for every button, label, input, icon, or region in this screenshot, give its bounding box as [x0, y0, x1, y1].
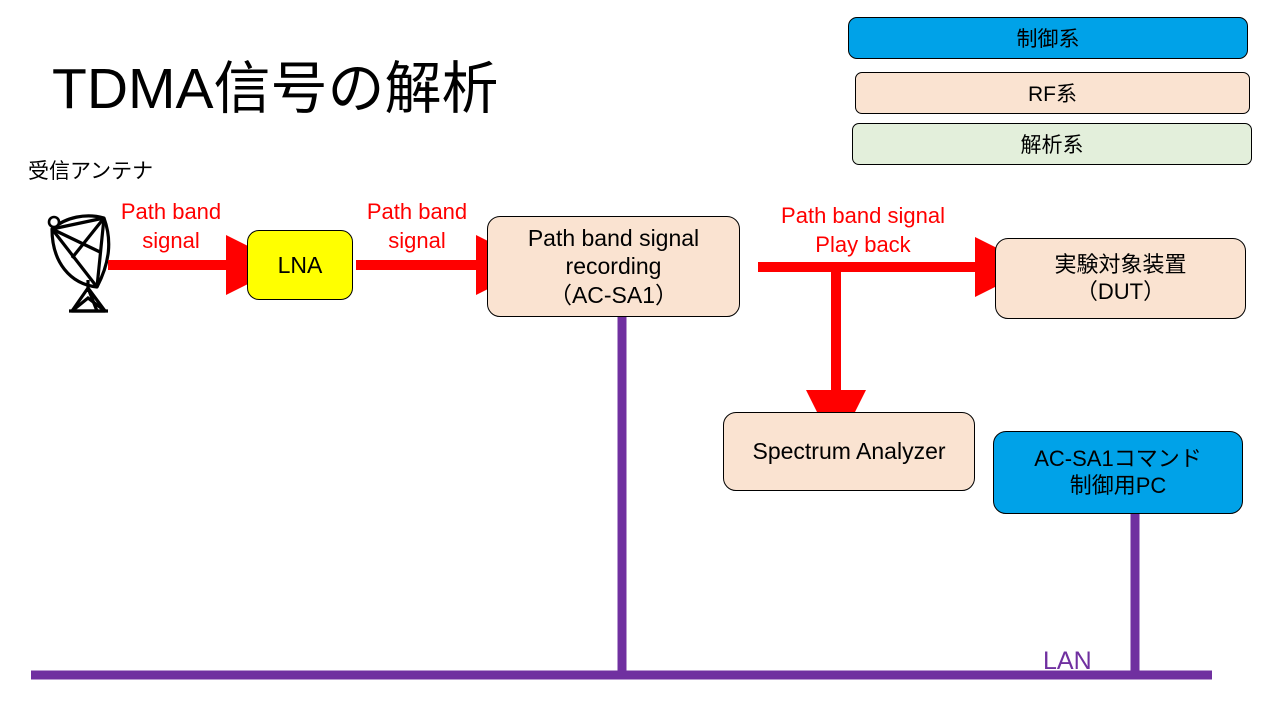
legend-label-rf-system: RF系 [1028, 83, 1077, 106]
node-lna[interactable]: LNA [247, 230, 353, 300]
node-recording-label: Path band signal recording （AC-SA1） [527, 225, 700, 308]
node-recording[interactable]: Path band signal recording （AC-SA1） [487, 216, 740, 317]
legend-item-analysis-system: 解析系 [852, 123, 1252, 165]
node-spectrum-analyzer[interactable]: Spectrum Analyzer [723, 412, 975, 491]
node-control-pc[interactable]: AC-SA1コマンド 制御用PC [993, 431, 1243, 514]
node-dut-label: 実験対象装置 （DUT） [1054, 251, 1187, 304]
legend-item-control-system: 制御系 [848, 17, 1248, 59]
signal-label-antenna-to-lna: Path band signal [120, 199, 222, 253]
legend-label-control-system: 制御系 [1016, 28, 1080, 51]
node-dut[interactable]: 実験対象装置 （DUT） [995, 238, 1246, 319]
legend-item-rf-system: RF系 [855, 72, 1250, 114]
satellite-dish-icon [47, 214, 111, 313]
signal-label-playback: Path band signal Play back [781, 203, 945, 257]
antenna-caption: 受信アンテナ [28, 160, 154, 183]
signal-label-lna-to-recording: Path band signal [366, 199, 468, 253]
legend-label-analysis-system: 解析系 [1020, 134, 1084, 157]
node-spectrum-analyzer-label: Spectrum Analyzer [752, 438, 946, 465]
node-lna-label: LNA [277, 251, 323, 278]
lan-label: LAN [1043, 647, 1092, 675]
page-title: TDMA信号の解析 [52, 57, 499, 121]
node-control-pc-label: AC-SA1コマンド 制御用PC [1034, 445, 1202, 498]
